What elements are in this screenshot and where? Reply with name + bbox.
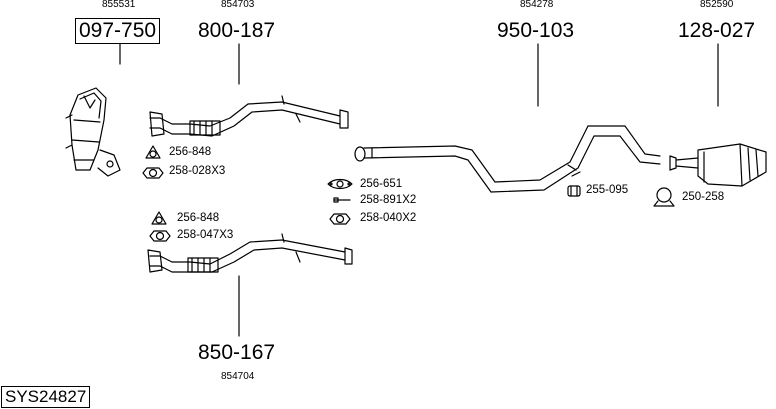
nut-icon-258-047X3	[149, 230, 171, 242]
gasket-icon-256-848-upper	[145, 145, 161, 159]
ref-number-catalyst: 855531	[102, 0, 136, 10]
nut-icon-258-028X3	[142, 167, 164, 179]
ref-number-middle-pipe: 854278	[520, 0, 554, 10]
bolt-icon-258-891X2	[333, 197, 351, 203]
gasket-icon-256-651	[327, 178, 353, 190]
accessory-label-a9: 250-258	[682, 191, 725, 203]
rear-silencer-part-icon	[669, 143, 767, 187]
part-number-front-pipe-lower: 850-167	[198, 341, 276, 364]
accessory-label-a4: 258-047X3	[177, 229, 234, 241]
hanger-icon-255-095	[567, 185, 581, 197]
accessory-label-a3: 256-848	[177, 212, 220, 224]
accessory-label-a7: 258-040X2	[360, 212, 417, 224]
nut-icon-258-040X2	[329, 213, 351, 225]
accessory-label-a1: 256-848	[169, 146, 212, 158]
accessory-label-a5: 256-651	[360, 178, 403, 190]
part-number-catalyst: 097-750	[75, 18, 161, 44]
part-number-rear-silencer: 128-027	[678, 19, 756, 42]
part-number-front-pipe-upper: 800-187	[198, 19, 276, 42]
system-code-label: SYS24827	[1, 386, 91, 408]
ref-number-front-pipe-upper: 854703	[221, 0, 255, 10]
accessory-label-a2: 258-028X3	[169, 165, 226, 177]
ref-number-rear-silencer: 852590	[700, 0, 734, 10]
accessory-label-a8: 255-095	[586, 184, 629, 196]
middle-pipe-part-icon	[354, 125, 661, 193]
accessory-label-a6: 258-891X2	[360, 194, 417, 206]
clamp-icon-250-258	[653, 187, 675, 207]
front-pipe-upper-part-icon	[149, 95, 349, 137]
front-pipe-lower-part-icon	[147, 233, 353, 273]
part-number-middle-pipe: 950-103	[497, 19, 575, 42]
ref-number-front-pipe-lower: 854704	[221, 371, 255, 382]
catalyst-part-icon	[65, 87, 121, 177]
gasket-icon-256-848-lower	[151, 211, 167, 225]
